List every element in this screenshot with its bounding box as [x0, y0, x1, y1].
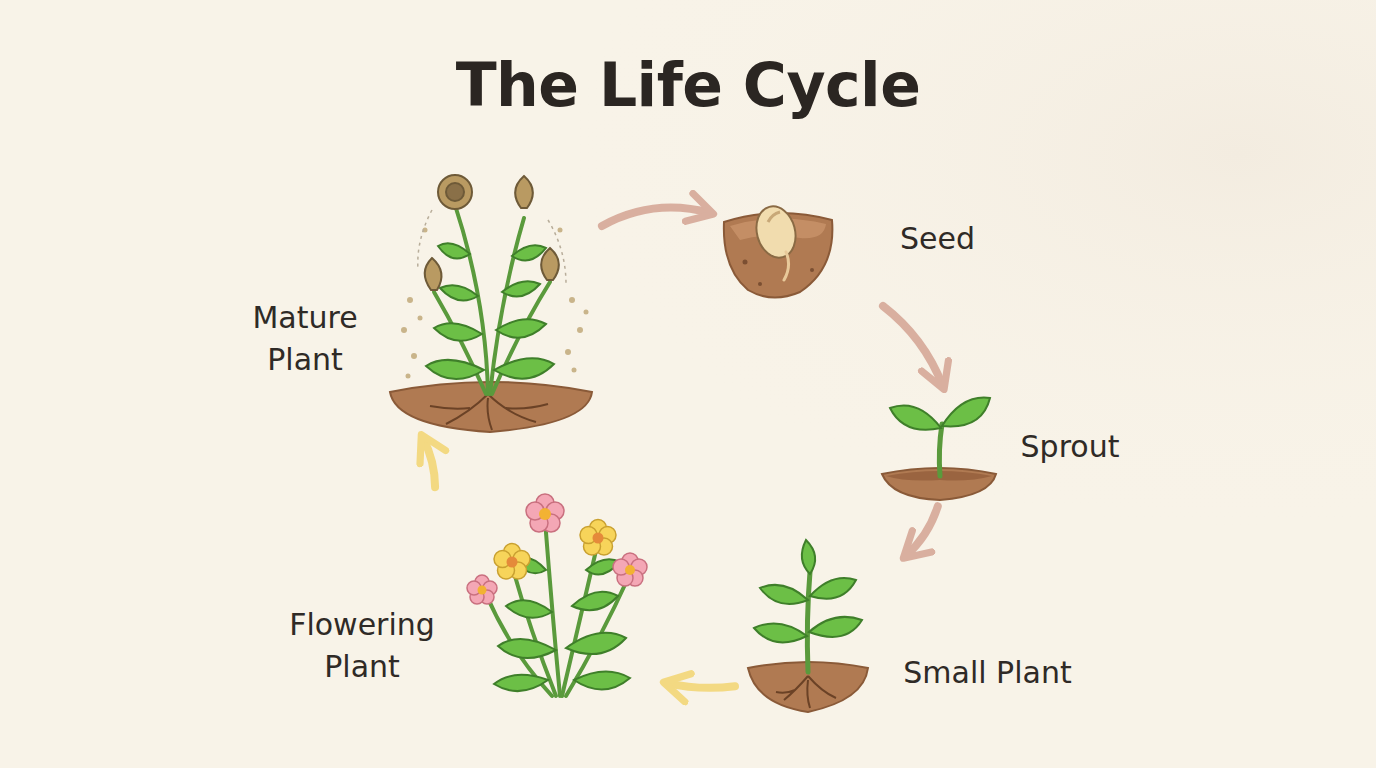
flowering-plant-illustration [467, 494, 647, 696]
seed-illustration [724, 202, 833, 298]
stage-label: Seed [885, 218, 990, 260]
stage-label: Flowering Plant [266, 604, 458, 688]
sprout-stage: Sprout [875, 390, 1137, 502]
sprout-illustration [882, 398, 996, 500]
stage-label: Sprout [1003, 426, 1137, 468]
stage-label: Mature Plant [232, 297, 378, 381]
small-plant-illustration [748, 540, 868, 712]
small-plant-stage: Small Plant [740, 560, 1095, 718]
seed-stage: Seed [715, 190, 990, 302]
mature-plant-illustration [390, 175, 592, 432]
cycle-arrow [883, 306, 943, 386]
cycle-arrow [667, 683, 735, 688]
mature-plant-stage: Mature Plant [232, 175, 597, 433]
flowering-plant-stage: Flowering Plant [266, 492, 662, 704]
stage-label: Small Plant [880, 652, 1095, 694]
cycle-arrow [423, 438, 435, 487]
cycle-arrow [602, 208, 710, 226]
diagram-title: The Life Cycle [0, 50, 1376, 120]
cycle-arrow [906, 506, 938, 556]
